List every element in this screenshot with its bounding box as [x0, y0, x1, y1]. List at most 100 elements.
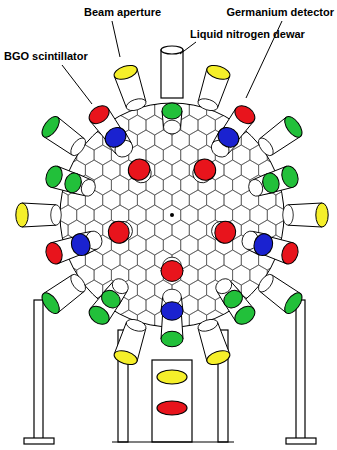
detector-cap — [190, 155, 220, 185]
mesh-cell — [42, 265, 59, 285]
mesh-cell — [25, 85, 42, 105]
mesh-cell — [146, 25, 163, 45]
mesh-cell — [285, 265, 302, 285]
mesh-cell — [276, 370, 293, 390]
mesh-cell — [85, 40, 102, 60]
mesh-cell — [189, 370, 206, 390]
detector-inner-end — [256, 272, 276, 295]
mesh-cell — [311, 70, 328, 90]
mesh-cell — [276, 340, 293, 360]
mesh-cell — [129, 265, 146, 285]
mesh-cell — [25, 175, 42, 195]
dewar-group — [161, 46, 183, 98]
mesh-cell — [25, 385, 42, 405]
mesh-cell — [68, 400, 85, 420]
mesh-cell — [137, 370, 154, 390]
detector — [283, 203, 328, 227]
mesh-cell — [129, 295, 146, 315]
mesh-cell — [172, 190, 189, 210]
mesh-cell — [103, 190, 120, 210]
mesh-cell — [25, 355, 42, 375]
mesh-cell — [311, 340, 328, 360]
mesh-cell — [94, 145, 111, 165]
mesh-cell — [77, 355, 94, 375]
mesh-cell — [241, 400, 258, 420]
mesh-cell — [189, 10, 206, 30]
detector-cap — [162, 103, 182, 119]
detector — [112, 317, 147, 367]
mesh-cell — [94, 265, 111, 285]
mesh-cell — [59, 85, 76, 105]
mesh-cell — [276, 70, 293, 90]
mesh-cell — [77, 25, 94, 45]
mesh-cell — [267, 325, 284, 345]
detector-cap — [281, 290, 305, 317]
mesh-cell — [250, 385, 267, 405]
mesh-cell — [311, 310, 328, 330]
mesh-cell — [25, 25, 42, 45]
mesh-cell — [77, 385, 94, 405]
mesh-cell — [207, 250, 224, 270]
mesh-cell — [59, 325, 76, 345]
detector-cap — [105, 219, 132, 246]
mesh-cell — [163, 175, 180, 195]
mesh-cell — [233, 55, 250, 75]
detector-inner-end — [68, 135, 88, 158]
mesh-cell — [33, 10, 50, 30]
detector — [162, 103, 182, 134]
dewar-body — [161, 50, 183, 98]
mesh-cell — [172, 400, 189, 420]
detector-cap — [231, 102, 258, 127]
detector — [213, 276, 246, 312]
mesh-cell — [224, 370, 241, 390]
mesh-cell — [302, 235, 319, 255]
mesh-cell — [241, 70, 258, 90]
mesh-cell — [189, 40, 206, 60]
mesh-cell — [68, 10, 85, 30]
mesh-cell — [163, 385, 180, 405]
mesh-cell — [224, 250, 241, 270]
mesh-cell — [311, 130, 328, 150]
mesh-cell — [172, 160, 189, 180]
mesh-cell — [77, 325, 94, 345]
mesh-cell — [42, 145, 59, 165]
mesh-cell — [233, 145, 250, 165]
mesh-cell — [285, 385, 302, 405]
detector-cap — [251, 231, 275, 258]
mesh-cell — [146, 145, 163, 165]
mesh-cell — [59, 205, 76, 225]
mesh-cell — [146, 115, 163, 135]
mesh-cell — [302, 55, 319, 75]
part-label: Liquid nitrogen dewar — [190, 28, 305, 41]
detector — [209, 219, 238, 246]
detector-inner-end — [164, 120, 181, 134]
mesh-cell — [302, 265, 319, 285]
mesh-cell — [163, 145, 180, 165]
detector-cap — [112, 63, 139, 82]
mesh-cell — [25, 145, 42, 165]
mesh-cell — [68, 340, 85, 360]
detector-cap — [43, 240, 65, 266]
mesh-cell — [302, 385, 319, 405]
mesh-cell — [103, 370, 120, 390]
mesh-cell — [302, 325, 319, 345]
detector-cap — [157, 401, 187, 415]
detector — [161, 289, 183, 320]
mesh-cell — [77, 205, 94, 225]
detector-cap — [279, 164, 301, 190]
mesh-cell — [94, 175, 111, 195]
detector — [256, 113, 306, 158]
mesh-cell — [85, 370, 102, 390]
mesh-cell — [155, 400, 172, 420]
detector-cap — [161, 302, 183, 320]
mesh-cell — [181, 145, 198, 165]
mesh-cell — [42, 355, 59, 375]
mesh-cell — [267, 205, 284, 225]
leader-line — [112, 21, 120, 57]
mesh-cell — [94, 355, 111, 375]
mesh-cell — [146, 385, 163, 405]
mesh-cell — [181, 325, 198, 345]
mesh-cell — [51, 340, 68, 360]
mesh-cell — [25, 295, 42, 315]
mesh-cell — [250, 205, 267, 225]
